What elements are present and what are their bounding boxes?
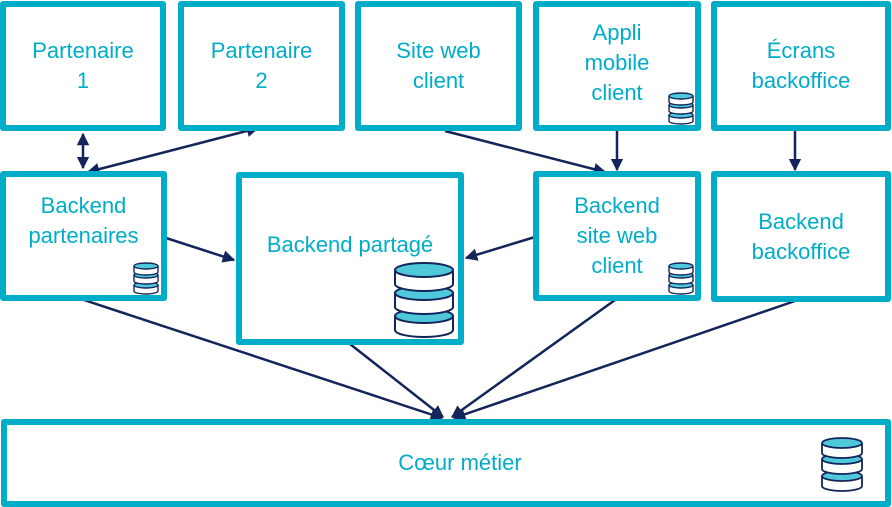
edge-backend-partenaires-to-backend-partage <box>165 236 236 263</box>
node-appli-mobile-client[interactable]: Appli mobile client <box>533 1 701 131</box>
node-label: Backend partagé <box>266 232 434 257</box>
edge-backend-partage-to-coeur <box>349 343 444 418</box>
node-label: Backend site web client <box>574 193 660 278</box>
node-ecrans-backoffice[interactable]: Écrans backoffice <box>711 1 891 131</box>
node-partenaire-1[interactable]: Partenaire 1 <box>0 1 166 131</box>
node-backend-partenaires[interactable]: Backend partenaires <box>0 171 167 301</box>
node-label: Backend partenaires <box>28 193 139 248</box>
node-label: Site web client <box>396 38 481 93</box>
node-coeur-metier[interactable]: Cœur métier <box>1 419 891 507</box>
edge-backend-site-web-to-coeur <box>450 298 616 419</box>
database-icon <box>133 262 159 295</box>
edge-backend-partenaires-to-coeur <box>83 298 444 421</box>
node-partenaire-2[interactable]: Partenaire 2 <box>178 1 345 131</box>
edge-backend-backoffice-to-coeur <box>452 299 796 421</box>
database-icon <box>668 262 694 295</box>
edge-backend-site-web-to-backend-partage <box>464 235 536 261</box>
node-backend-partage[interactable]: Backend partagé <box>236 172 464 345</box>
node-site-web-client[interactable]: Site web client <box>355 1 522 131</box>
node-label: Backend backoffice <box>751 208 851 264</box>
database-icon <box>821 437 863 492</box>
node-label: Partenaire 1 <box>32 38 134 93</box>
node-label: Appli mobile client <box>584 20 650 105</box>
database-icon <box>394 262 454 338</box>
node-backend-site-web-client[interactable]: Backend site web client <box>533 171 701 301</box>
database-icon <box>668 92 694 125</box>
edge-site-web-to-backend-site-web <box>444 129 607 176</box>
node-label: Partenaire 2 <box>210 38 313 93</box>
node-label: Cœur métier <box>398 450 522 475</box>
edge-partenaire2-backend-partenaires <box>86 124 260 176</box>
node-label: Écrans backoffice <box>751 38 851 93</box>
node-backend-backoffice[interactable]: Backend backoffice <box>711 171 891 302</box>
